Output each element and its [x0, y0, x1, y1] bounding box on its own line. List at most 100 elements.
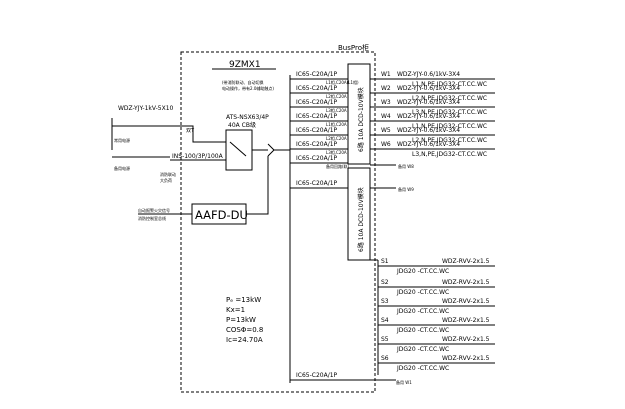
panel-enclosure — [180, 51, 376, 393]
circuit-id: S4 — [381, 317, 389, 324]
circuit-conduit: JDG20 -CT.CC.WC — [396, 365, 449, 372]
ats-rating: 40A CB级 — [228, 121, 256, 129]
circuit-cable: WDZ-RVV-2x1.5 — [442, 355, 490, 362]
load-parameters: Pₑ =13kW Kx=1 P=13kW COSΦ=0.8 Ic=24.70A — [226, 296, 263, 344]
breaker-row: IC65-C20A/1P 备用回路(联) — [290, 155, 350, 169]
standby-source-label: 备用电源 — [114, 165, 130, 171]
panel-id: 9ZMX1 — [229, 60, 261, 70]
breaker-note: L1相,C20A(L1相) — [326, 79, 359, 85]
breaker-row: IC65-C20A/1P — [290, 180, 348, 189]
isolator-label: INS-100/3P/100A — [172, 153, 224, 160]
circuit-cable: WDZ-RVV-2x1.5 — [442, 298, 490, 305]
breaker-label: IC65-C20A/1P — [296, 155, 338, 162]
breaker-label: IC65-C20A/1P — [296, 180, 338, 187]
breaker-note: L2相,C20A — [326, 93, 347, 99]
incoming-cable: WDZ-YJY-1kV-5X10 — [118, 105, 174, 112]
circuit-id: W3 — [381, 99, 391, 106]
circuit-conduit: L1,N,PE,JDG32-CT.CC.WC — [412, 123, 487, 130]
circuit-conduit: L3,N,PE,JDG32-CT.CC.WC — [412, 109, 487, 116]
ats-note-2: 电动操作，带有2.0辅助触点) — [222, 85, 274, 91]
circuit-conduit: L2,N,PE,JDG32-CT.CC.WC — [412, 137, 487, 144]
circuit-id: W1 — [381, 71, 391, 78]
breaker-row: IC65-C20A/1P L2相,C20A — [290, 85, 348, 99]
breaker-label: IC65-C20A/1P — [296, 99, 338, 106]
ats-note-1: (带消防联动、自动切换 — [222, 79, 264, 85]
circuit-conduit: L1,N,PE,JDG32-CT.CC.WC — [412, 81, 487, 88]
breaker-label: IC65-C20A/1P — [296, 85, 338, 92]
circuit-cable: WDZ-YJY-0.6/1kV-3X4 — [397, 127, 460, 134]
breaker-label: IC65-C20A/1P — [296, 113, 338, 120]
relay-module-2-label: 6路 10A DCD-10V模块 — [357, 187, 365, 252]
circuit-conduit: JDG20 -CT.CC.WC — [396, 327, 449, 334]
breaker-row: IC65-C20A/1P L3相,C20A — [290, 99, 348, 113]
bus-label: BusPro柜 — [338, 43, 369, 52]
circuit-id: W5 — [381, 127, 391, 134]
circuit-conduit: L2,N,PE,JDG32-CT.CC.WC — [412, 95, 487, 102]
outgoing-s-list: S1 WDZ-RVV-2x1.5 JDG20 -CT.CC.WC S2 WDZ-… — [378, 258, 495, 372]
list-item: S4 WDZ-RVV-2x1.5 JDG20 -CT.CC.WC — [378, 317, 495, 334]
spare-label-1: 备用 W8 — [398, 163, 414, 169]
breaker-note: L2相,C20A — [326, 135, 347, 141]
list-item: S6 WDZ-RVV-2x1.5 JDG20 -CT.CC.WC — [378, 355, 495, 372]
list-item: S2 WDZ-RVV-2x1.5 JDG20 -CT.CC.WC — [378, 279, 495, 296]
breaker-label: IC65-C20A/1P — [296, 372, 338, 379]
circuit-cable: WDZ-YJY-0.6/1kV-3X4 — [397, 141, 460, 148]
circuit-conduit: JDG20 -CT.CC.WC — [396, 346, 449, 353]
circuit-id: S2 — [381, 279, 389, 286]
list-item: S5 WDZ-RVV-2x1.5 JDG20 -CT.CC.WC — [378, 336, 495, 353]
breaker-note: 备用回路(联) — [326, 163, 350, 169]
circuit-cable: WDZ-RVV-2x1.5 — [442, 258, 490, 265]
circuit-id: S6 — [381, 355, 389, 362]
list-item: W6 WDZ-YJY-0.6/1kV-3X4 L3,N,PE,JDG32-CT.… — [370, 141, 495, 158]
breaker-note: L1相,C20A — [326, 121, 347, 127]
normal-source-label: 常用电源 — [114, 137, 130, 143]
outgoing-w-list: W1 WDZ-YJY-0.6/1kV-3X4 L1,N,PE,JDG32-CT.… — [370, 71, 495, 158]
breaker-row: IC65-C20A/1P L1相,C20A(L1相) — [290, 71, 359, 85]
circuit-id: W6 — [381, 141, 391, 148]
circuit-id: S3 — [381, 298, 389, 305]
fire-label-2: 大负荷 — [160, 177, 172, 183]
param-line: COSΦ=0.8 — [226, 326, 263, 334]
breaker-label: IC65-C20A/1P — [296, 127, 338, 134]
spare-label-2: 备用 W9 — [398, 186, 414, 192]
list-item: W2 WDZ-YJY-0.6/1kV-3X4 L2,N,PE,JDG32-CT.… — [370, 85, 495, 102]
list-item: W1 WDZ-YJY-0.6/1kV-3X4 L1,N,PE,JDG32-CT.… — [370, 71, 495, 88]
list-item: W5 WDZ-YJY-0.6/1kV-3X4 L2,N,PE,JDG32-CT.… — [370, 127, 495, 144]
relay-module-2 — [347, 167, 371, 261]
aafd-label: AAFD-DU — [195, 208, 248, 222]
param-line: Pₑ =13kW — [226, 296, 261, 304]
list-item: W4 WDZ-YJY-0.6/1kV-3X4 L1,N,PE,JDG32-CT.… — [370, 113, 495, 130]
relay-module-1 — [347, 63, 371, 165]
ats-arrow-icon — [267, 143, 275, 157]
circuit-cable: WDZ-YJY-0.6/1kV-3X4 — [397, 113, 460, 120]
circuit-cable: WDZ-YJY-0.6/1kV-3X4 — [397, 71, 460, 78]
circuit-cable: WDZ-YJY-0.6/1kV-3X4 — [397, 99, 460, 106]
breaker-label: IC65-C20A/1P — [296, 141, 338, 148]
circuit-conduit: JDG20 -CT.CC.WC — [396, 289, 449, 296]
spare-bottom-label: 备用 W1 — [396, 379, 412, 385]
ats-model: ATS-NSX63/4P — [226, 114, 269, 121]
ats-contact — [229, 141, 247, 157]
breaker-note: L3相,C20A — [326, 149, 347, 155]
circuit-conduit: JDG20 -CT.CC.WC — [396, 268, 449, 275]
param-line: P=13kW — [226, 316, 256, 324]
circuit-id: W4 — [381, 113, 391, 120]
circuit-id: S1 — [381, 258, 389, 265]
circuit-cable: WDZ-RVV-2x1.5 — [442, 279, 490, 286]
param-line: Ic=24.70A — [226, 336, 263, 344]
param-line: Kx=1 — [226, 306, 245, 314]
list-item: W3 WDZ-YJY-0.6/1kV-3X4 L3,N,PE,JDG32-CT.… — [370, 99, 495, 116]
incoming-feeder-normal — [111, 118, 226, 143]
circuit-cable: WDZ-YJY-0.6/1kV-3X4 — [397, 85, 460, 92]
aafd-link — [246, 156, 269, 215]
switch-tag: 双T — [186, 128, 195, 134]
breaker-row: IC65-C20A/1P L2相,C20A — [290, 127, 348, 141]
circuit-cable: WDZ-RVV-2x1.5 — [442, 336, 490, 343]
list-item: S1 WDZ-RVV-2x1.5 JDG20 -CT.CC.WC — [378, 258, 495, 275]
breaker-label: IC65-C20A/1P — [296, 71, 338, 78]
list-item: S3 WDZ-RVV-2x1.5 JDG20 -CT.CC.WC — [378, 298, 495, 315]
breaker-row: IC65-C20A/1P L1相,C20A — [290, 113, 348, 127]
circuit-conduit: JDG20 -CT.CC.WC — [396, 308, 449, 315]
breaker-row: IC65-C20A/1P — [290, 372, 375, 381]
